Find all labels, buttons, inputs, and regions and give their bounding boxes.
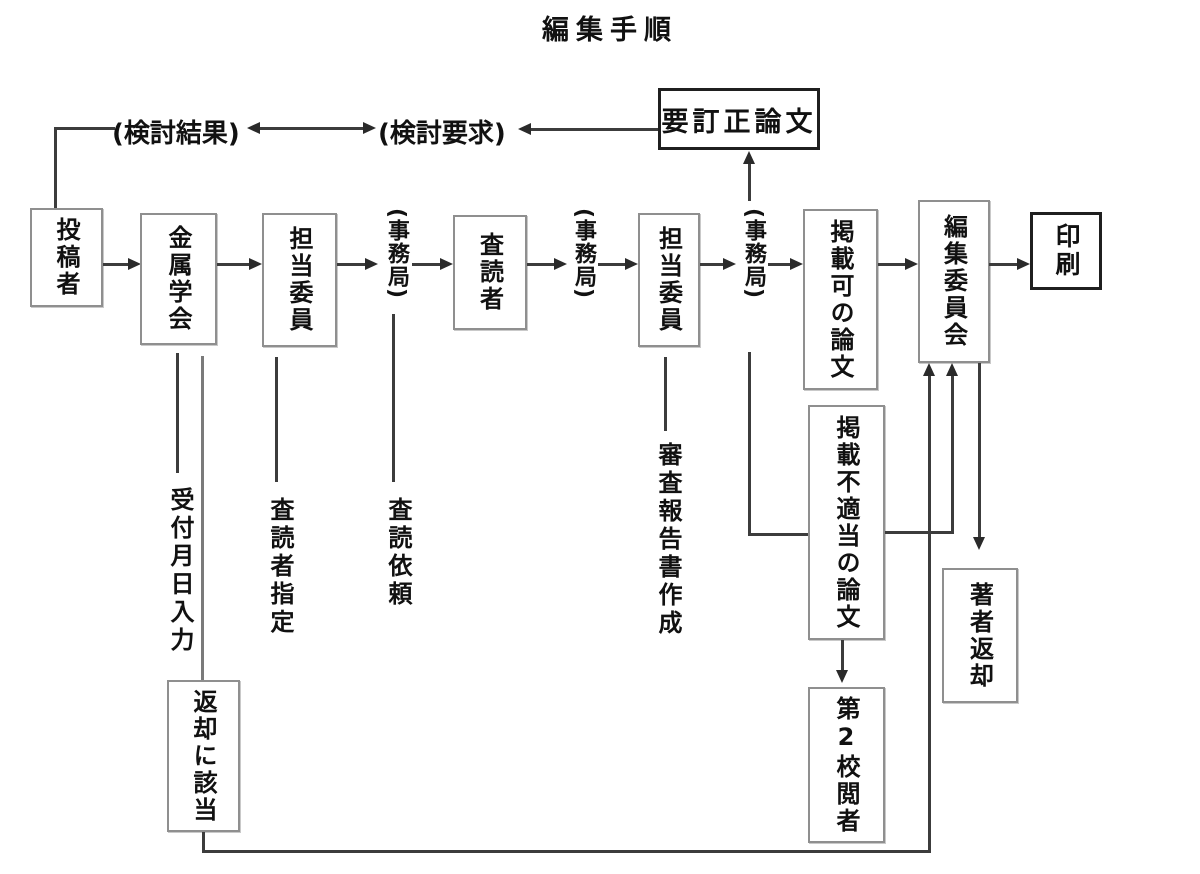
arrowhead-unsuitable-to-editorial — [946, 363, 958, 376]
arrowhead-committee2-secretariat3 — [723, 258, 736, 270]
line-return-box-stub — [202, 832, 205, 852]
line-secretariat3-to-unsuitable — [748, 533, 810, 536]
arrow-submitter-society-shaft — [103, 263, 129, 266]
box-unsuitable-paper: 掲載不適当の論文 — [808, 405, 885, 640]
box-reviewer: 査読者 — [453, 215, 527, 330]
review-request-label: (検討要求) — [378, 119, 506, 149]
text-secretariat-2: (事務局) — [571, 208, 596, 300]
arrow-society-committee1-shaft — [217, 263, 250, 266]
line-review-report — [664, 357, 667, 431]
arrowhead-return-to-editorial — [923, 363, 935, 376]
arrowhead-left-to-request — [518, 123, 531, 135]
arrowhead-publishable-editorial — [905, 258, 918, 270]
line-result-corner-horizontal — [55, 127, 115, 130]
arrowhead-down-to-author-return — [973, 537, 985, 550]
arrowhead-up-to-revision-box — [743, 151, 755, 164]
line-bottom-return-vertical — [928, 374, 931, 853]
arrowhead-left-to-result — [247, 122, 260, 134]
arrowhead-right-to-request — [363, 122, 376, 134]
review-result-label: (検討結果) — [112, 119, 240, 149]
arrowhead-society-committee1 — [249, 258, 262, 270]
line-reviewer-designation — [275, 357, 278, 482]
line-bottom-return-horizontal — [202, 850, 931, 853]
box-submitter: 投稿者 — [30, 208, 103, 307]
label-review-report-creation: 審査報告書作成 — [654, 442, 682, 638]
line-review-request — [392, 314, 395, 482]
box-printing: 印刷 — [1030, 212, 1102, 290]
line-unsuitable-to-editorial-horizontal — [885, 531, 953, 534]
arrowhead-down-to-second-reviewer — [836, 670, 848, 683]
box-committee-member-1: 担当委員 — [262, 213, 337, 347]
line-result-corner-vertical — [54, 127, 57, 210]
arrowhead-submitter-society — [128, 258, 141, 270]
line-unsuitable-to-second-reviewer — [841, 640, 844, 672]
line-revision-to-request-shaft — [531, 128, 658, 131]
arrow-publishable-editorial-shaft — [878, 263, 906, 266]
label-reviewer-designation: 査読者指定 — [266, 497, 294, 637]
arrow-secretariat2-committee2-shaft — [598, 263, 626, 266]
line-editorial-to-author-return — [978, 363, 981, 538]
label-reception-date-entry: 受付月日入力 — [166, 487, 194, 655]
arrow-secretariat3-publishable-shaft — [768, 263, 791, 266]
text-secretariat-1: (事務局) — [384, 208, 409, 300]
arrowhead-secretariat2-committee2 — [625, 258, 638, 270]
line-unsuitable-to-editorial-vertical — [951, 374, 954, 534]
line-secretariat3-up-shaft — [748, 163, 751, 201]
text-secretariat-3: (事務局) — [741, 208, 766, 300]
box-publishable-paper: 掲載可の論文 — [803, 209, 878, 390]
box-committee-member-2: 担当委員 — [638, 213, 700, 347]
page-title: 編集手順 — [542, 15, 678, 46]
line-reception-date — [176, 353, 179, 473]
label-review-request: 査読依頼 — [384, 497, 412, 609]
arrowhead-editorial-printing — [1017, 258, 1030, 270]
line-society-to-return-box — [201, 356, 204, 680]
arrow-secretariat1-reviewer-shaft — [412, 263, 441, 266]
box-second-reviewer: 第2校閲者 — [808, 687, 885, 843]
arrow-committee2-secretariat3-shaft — [700, 263, 724, 266]
box-author-return: 著者返却 — [942, 568, 1018, 703]
arrowhead-secretariat3-publishable — [790, 258, 803, 270]
line-secretariat3-down — [748, 352, 751, 536]
box-revision-required-paper: 要訂正論文 — [658, 88, 820, 150]
arrow-committee1-secretariat1-shaft — [337, 263, 366, 266]
line-result-request-shaft — [260, 127, 364, 130]
box-editorial-committee: 編集委員会 — [918, 200, 990, 363]
arrowhead-secretariat1-reviewer — [440, 258, 453, 270]
arrow-editorial-printing-shaft — [989, 263, 1018, 266]
arrow-reviewer-secretariat2-shaft — [527, 263, 555, 266]
box-metals-society: 金属学会 — [140, 213, 217, 345]
arrowhead-committee1-secretariat1 — [365, 258, 378, 270]
arrowhead-reviewer-secretariat2 — [554, 258, 567, 270]
box-return-applicable: 返却に該当 — [167, 680, 240, 832]
